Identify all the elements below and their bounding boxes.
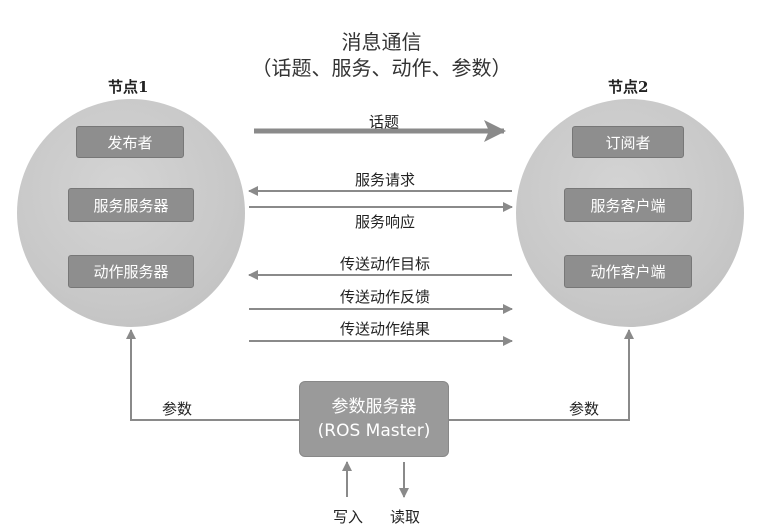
topic-label: 话题: [368, 113, 399, 131]
param-left-connector: [126, 329, 299, 421]
service-request-label: 服务请求: [354, 171, 415, 189]
action-goal-label: 传送动作目标: [339, 255, 430, 273]
read-label: 读取: [389, 508, 420, 526]
node1-label: 节点1: [108, 78, 149, 96]
service-response-label: 服务响应: [354, 213, 415, 231]
action-feedback-label: 传送动作反馈: [339, 288, 430, 306]
param-right-label: 参数: [568, 400, 599, 418]
publisher-box: 发布者: [76, 126, 184, 158]
service-client-box: 服务客户端: [564, 188, 692, 222]
action-server-box: 动作服务器: [68, 255, 194, 288]
parameter-server-box: 参数服务器 (ROS Master): [299, 381, 449, 457]
action-client-box: 动作客户端: [564, 255, 692, 288]
param-right-connector: [449, 329, 634, 421]
parameter-server-title: 参数服务器: [331, 397, 417, 417]
subscriber-box: 订阅者: [572, 126, 684, 158]
action-result-label: 传送动作结果: [339, 320, 430, 338]
ros-master-subtitle: (ROS Master): [317, 421, 431, 441]
diagram-subtitle: （话题、服务、动作、参数）: [251, 56, 512, 80]
diagram-title: 消息通信: [341, 30, 422, 54]
write-label: 写入: [332, 508, 363, 526]
node2-label: 节点2: [608, 78, 649, 96]
service-server-box: 服务服务器: [68, 188, 194, 222]
param-left-label: 参数: [161, 400, 192, 418]
